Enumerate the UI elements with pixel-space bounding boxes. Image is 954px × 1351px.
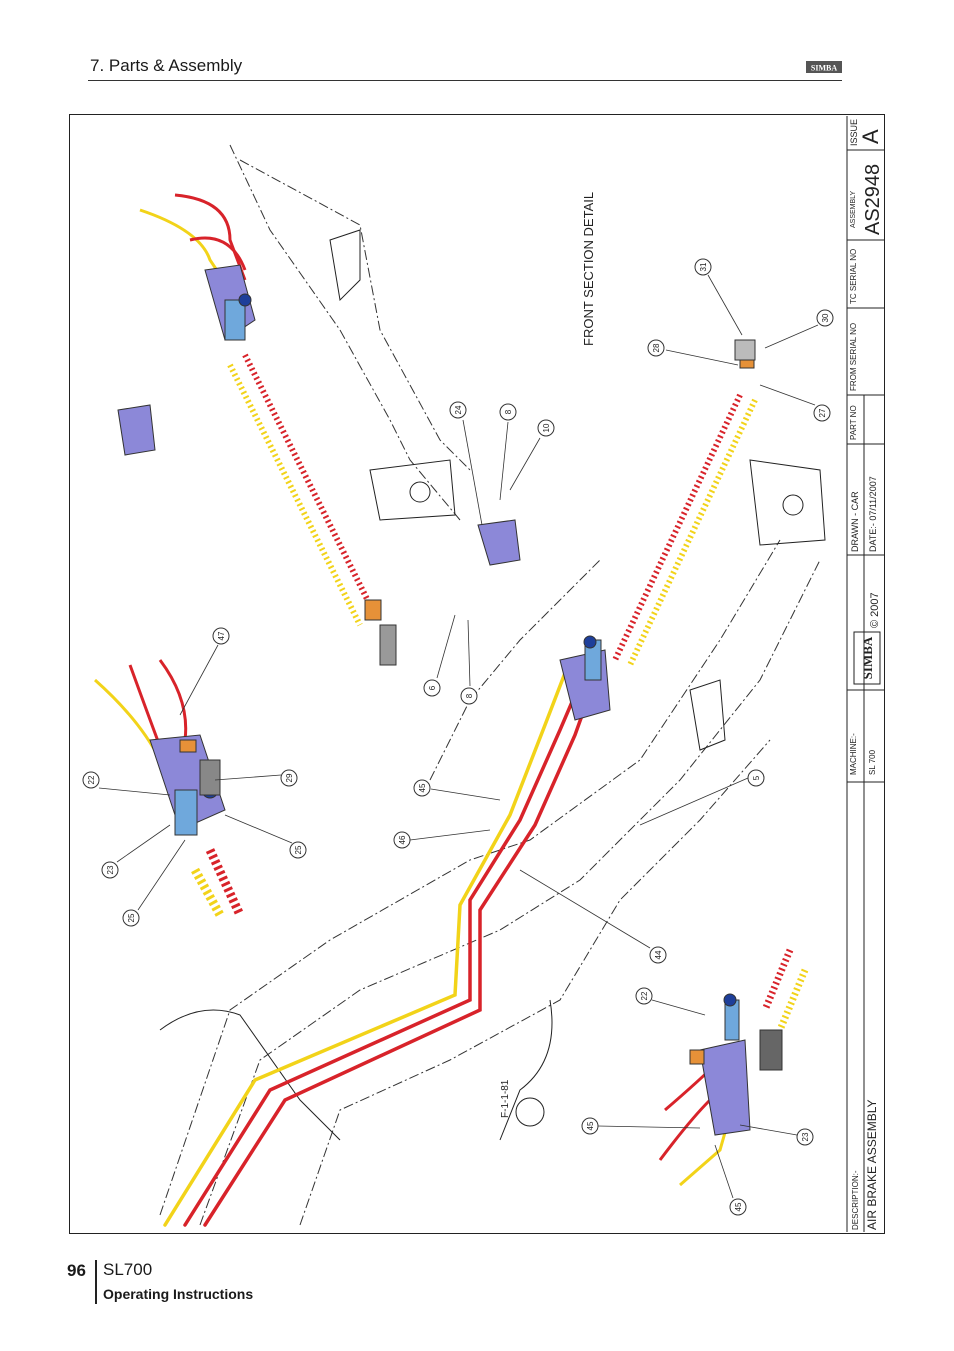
drawing-frame [69, 114, 885, 1234]
callout-30: 30 [816, 309, 834, 327]
callout-45-lower: 45 [581, 1117, 599, 1135]
leader-lines [98, 274, 819, 1199]
svg-text:25: 25 [127, 913, 136, 922]
tc-serial-label: TC SERIAL NO [849, 249, 858, 304]
callout-47: 47 [212, 627, 230, 645]
header-rule [88, 80, 842, 81]
svg-text:25: 25 [294, 845, 303, 854]
svg-text:SIMBA: SIMBA [860, 636, 875, 679]
page-section-title: 7. Parts & Assembly [90, 56, 243, 75]
svg-text:46: 46 [398, 835, 407, 844]
upper-detail-hoses [139, 193, 247, 291]
callout-8-upper: 8 [499, 403, 517, 421]
svg-text:29: 29 [285, 773, 294, 782]
coil-hose-left-detail [191, 848, 245, 918]
coil-hose-yellow-long [627, 398, 758, 667]
machine-value: SL 700 [868, 749, 877, 775]
assembly-value: AS2948 [862, 164, 884, 235]
svg-text:44: 44 [654, 950, 663, 959]
callout-46: 46 [393, 831, 411, 849]
callout-29: 29 [280, 769, 298, 787]
main-hose-routing [163, 658, 602, 1227]
callout-5: 5 [747, 769, 765, 787]
from-serial-label: FROM SERIAL NO [849, 323, 858, 391]
footer-model: SL700 [103, 1260, 153, 1279]
svg-text:5: 5 [752, 775, 761, 780]
copyright: © 2007 [869, 592, 881, 628]
svg-text:22: 22 [87, 775, 96, 784]
machine-frame-solid [159, 229, 826, 1141]
svg-text:27: 27 [818, 408, 827, 417]
callout-circles: 31 28 30 27 24 8 10 6 8 47 22 29 23 25 2… [82, 258, 834, 1216]
svg-text:45: 45 [586, 1121, 595, 1130]
valve-fittings [174, 293, 783, 1071]
coil-hose-lower-right [761, 948, 809, 1032]
issue-label: ISSUE [849, 119, 859, 146]
callout-25-left: 25 [122, 909, 140, 927]
assembly-label: ASSEMBLY [850, 190, 857, 228]
svg-text:8: 8 [465, 693, 474, 698]
callout-23-right: 23 [796, 1128, 814, 1146]
svg-text:10: 10 [542, 423, 551, 432]
coil-hose-red-long [612, 393, 743, 662]
footer-divider [95, 1260, 97, 1304]
svg-text:45: 45 [418, 783, 427, 792]
callout-44: 44 [649, 946, 667, 964]
svg-text:23: 23 [801, 1132, 810, 1141]
svg-text:23: 23 [106, 865, 115, 874]
description-label: DESCRIPTION:- [851, 1170, 860, 1230]
footer-subtitle: Operating Instructions [103, 1286, 254, 1302]
callout-31: 31 [694, 258, 712, 276]
callout-45-mid: 45 [413, 779, 431, 797]
drawn-label: DRAWN - CAR [850, 491, 860, 552]
svg-text:8: 8 [504, 409, 513, 414]
svg-text:6: 6 [428, 685, 437, 690]
machine-label: MACHINE:- [849, 733, 858, 775]
simba-logo-icon: SIMBA [806, 61, 842, 73]
callout-22-right: 22 [635, 987, 653, 1005]
title-block [846, 116, 884, 1232]
callout-45-bottom: 45 [729, 1198, 747, 1216]
description-value: AIR BRAKE ASSEMBLY [865, 1100, 879, 1231]
svg-text:47: 47 [217, 631, 226, 640]
callout-28: 28 [647, 339, 665, 357]
title-block-logo-icon: SIMBA [853, 631, 881, 685]
svg-text:24: 24 [454, 405, 463, 414]
svg-text:28: 28 [652, 343, 661, 352]
callout-23-left: 23 [101, 861, 119, 879]
front-section-detail-title: FRONT SECTION DETAIL [581, 192, 596, 346]
callout-25-right: 25 [289, 841, 307, 859]
svg-text:30: 30 [821, 313, 830, 322]
callout-27: 27 [813, 404, 831, 422]
callout-6: 6 [423, 679, 441, 697]
svg-text:31: 31 [699, 262, 708, 271]
svg-text:45: 45 [734, 1202, 743, 1211]
frame-stamp: F-1-1-81 [500, 1079, 511, 1118]
part-no-label: PART NO [849, 405, 858, 440]
coil-hose-upper [227, 353, 378, 627]
svg-text:22: 22 [640, 991, 649, 1000]
callout-24: 24 [449, 401, 467, 419]
page-number: 96 [67, 1261, 86, 1280]
callout-22-left: 22 [82, 771, 100, 789]
svg-text:SIMBA: SIMBA [811, 64, 837, 73]
callout-10: 10 [537, 419, 555, 437]
date-label: DATE:- 07/11/2007 [868, 476, 878, 552]
issue-value: A [858, 129, 883, 144]
callout-8-lower: 8 [460, 687, 478, 705]
